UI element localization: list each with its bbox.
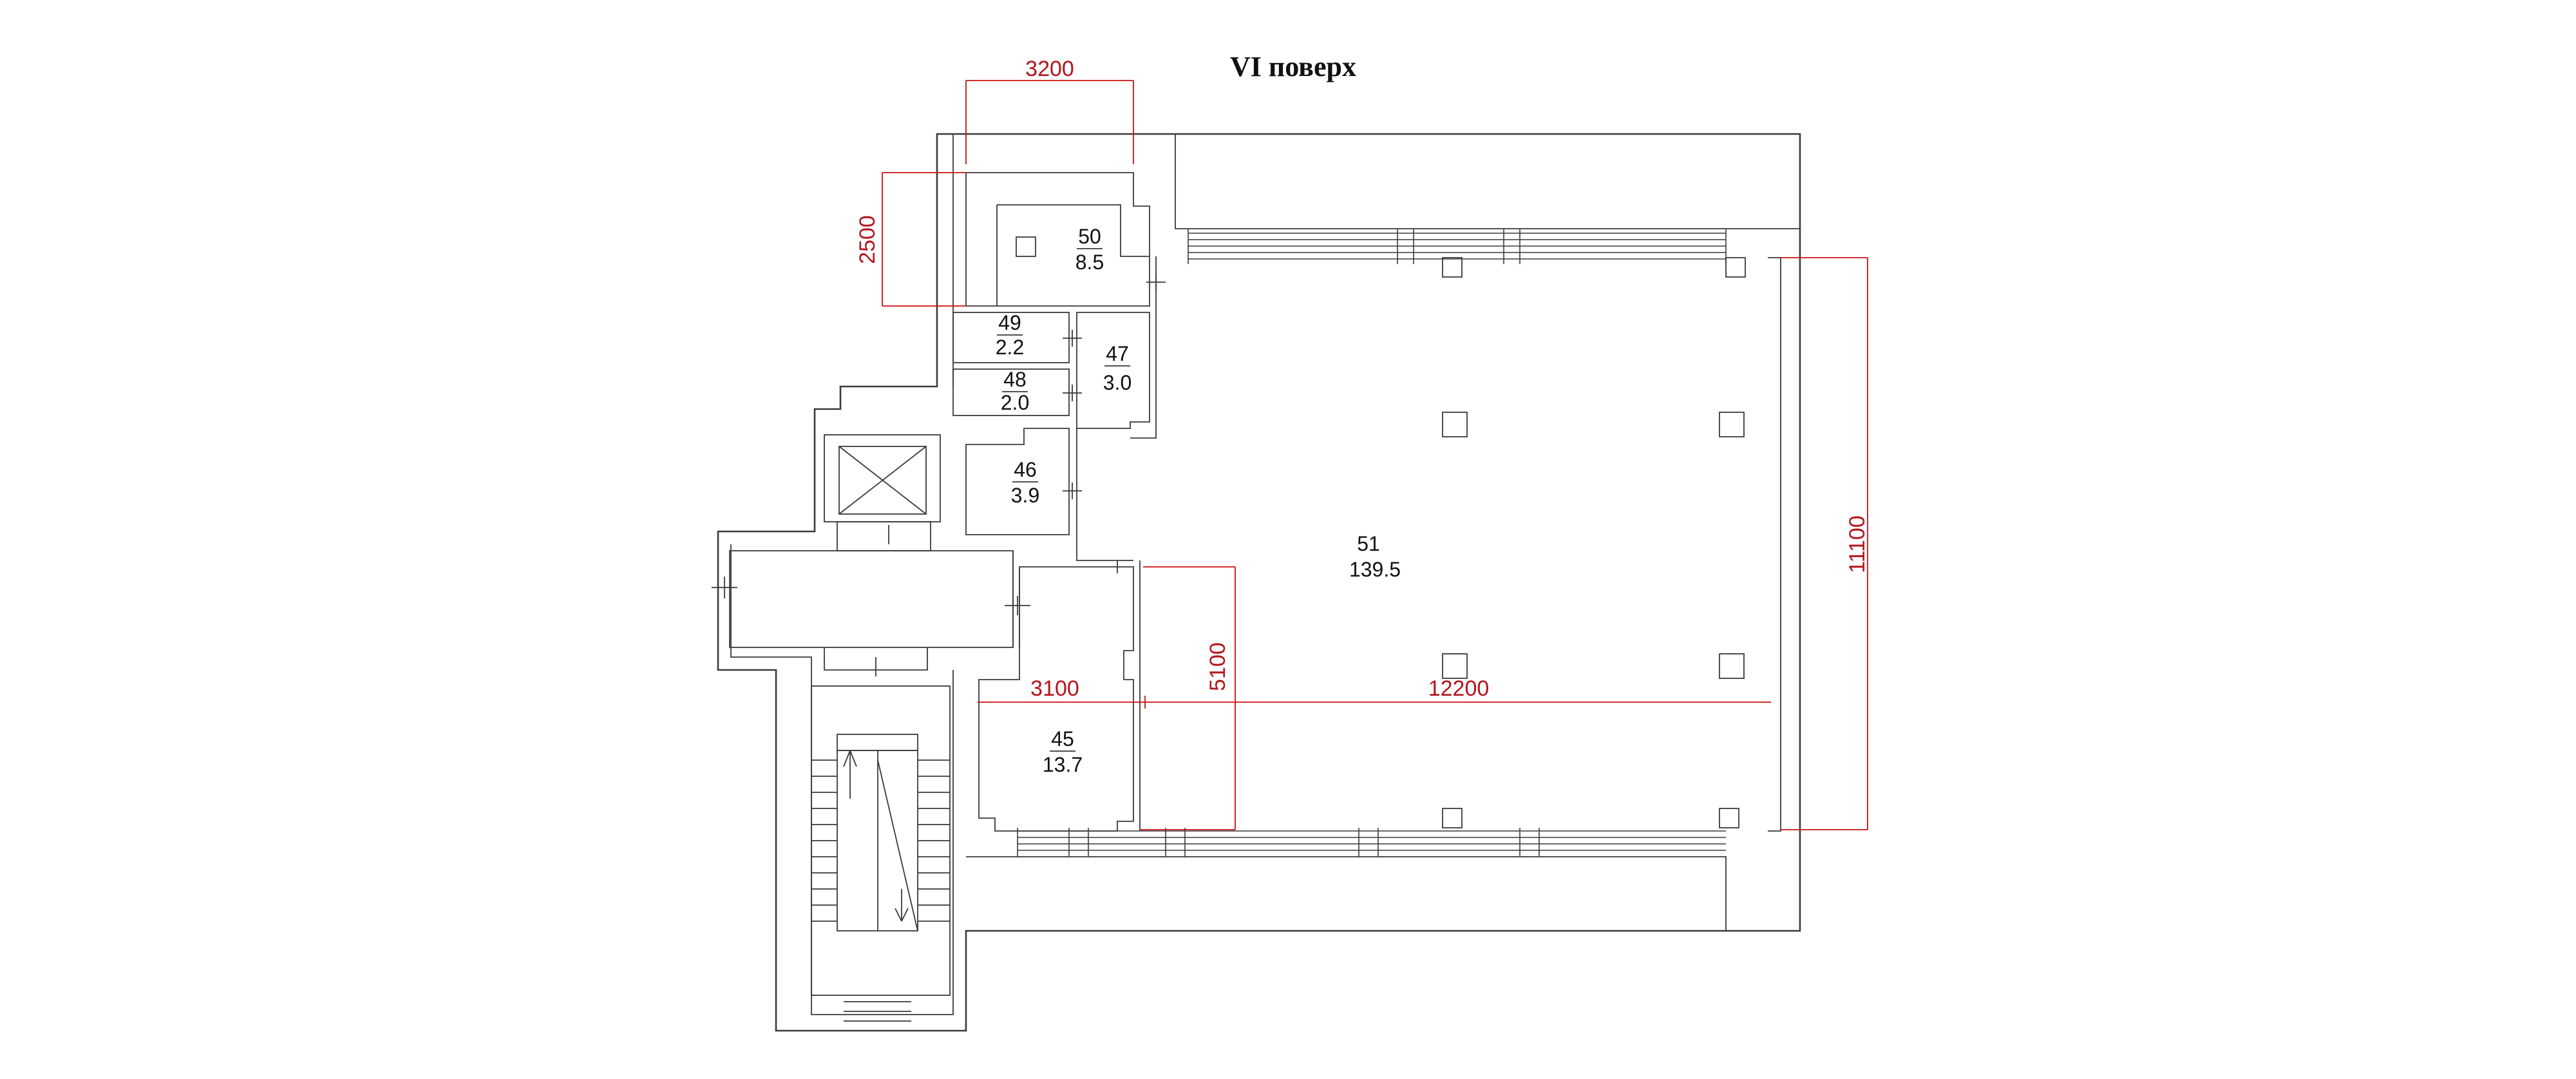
room-area: 3.9 — [1011, 484, 1039, 507]
dim-top-width: 3200 — [1025, 57, 1074, 81]
room-number: 48 — [1003, 368, 1027, 391]
room-number: 51 — [1357, 532, 1380, 555]
landing — [729, 550, 1014, 648]
room-49-outline — [952, 312, 1070, 363]
dim-right-height: 11100 — [1845, 515, 1870, 573]
staircase — [811, 685, 951, 1022]
dim-bottom-left-width: 3100 — [1030, 676, 1079, 701]
columns — [1442, 257, 1746, 828]
room-area: 8.5 — [1075, 251, 1104, 274]
dim-left-height: 2500 — [855, 215, 880, 264]
room-47-outline — [1076, 312, 1150, 429]
outer-walls — [717, 133, 1801, 1032]
room-48-outline — [952, 368, 1070, 416]
room-number: 46 — [1014, 458, 1037, 481]
windows — [1017, 229, 1727, 857]
room-area: 2.2 — [996, 336, 1024, 359]
room-number: 49 — [998, 311, 1021, 334]
room-number: 45 — [1051, 727, 1074, 750]
room-number: 47 — [1106, 342, 1129, 365]
floor-title: VI поверх — [1230, 51, 1356, 82]
elevator-car — [838, 446, 927, 515]
room-area: 2.0 — [1001, 391, 1029, 414]
room-area: 13.7 — [1043, 753, 1083, 776]
door-marks — [712, 274, 1166, 676]
dim-inner-height: 5100 — [1206, 642, 1230, 691]
room-46-outline — [965, 428, 1070, 535]
room-number: 50 — [1078, 225, 1101, 248]
dimension-lines — [882, 80, 1868, 830]
column — [1016, 236, 1036, 257]
room-area: 3.0 — [1103, 371, 1132, 394]
room-50-outline — [965, 172, 1150, 307]
room-45-outline — [978, 566, 1134, 832]
room-labels: 50 8.5 49 2.2 48 2.0 47 3.0 46 3.9 45 13… — [996, 225, 1401, 776]
partitions — [729, 172, 1157, 832]
dim-bottom-right-width: 12200 — [1428, 676, 1490, 701]
room-area: 139.5 — [1349, 558, 1401, 581]
